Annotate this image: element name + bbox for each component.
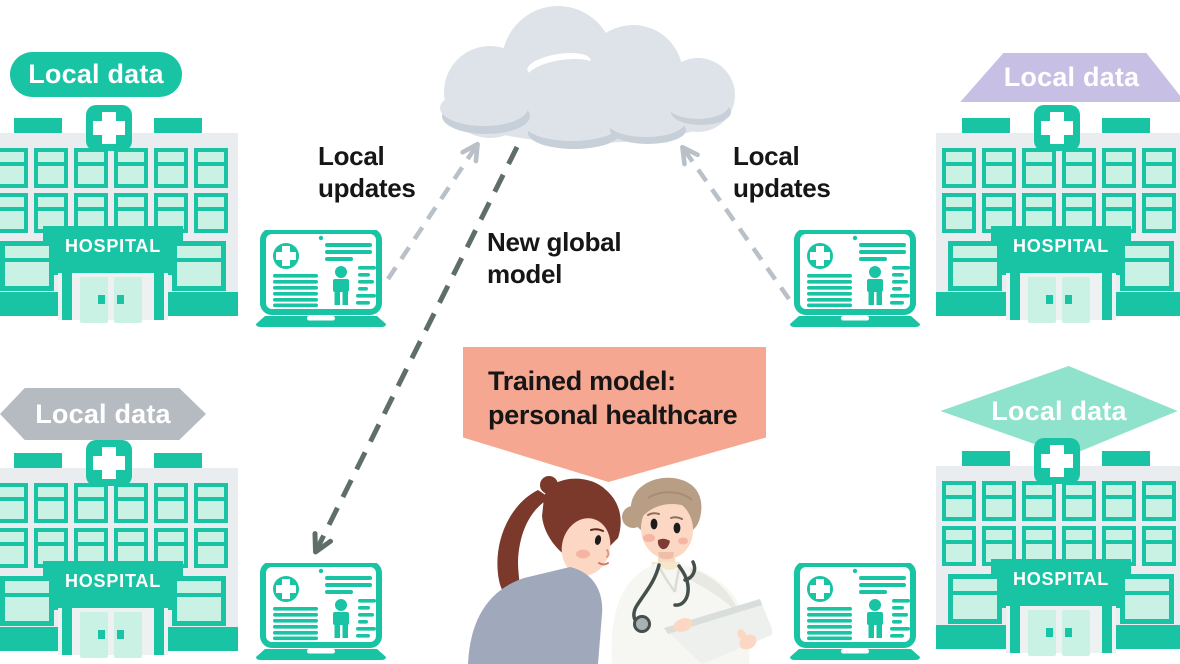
- patient-figure: [468, 476, 621, 664]
- badge-label: Local data: [28, 59, 164, 89]
- laptop-icon-top-right: [790, 230, 920, 330]
- local-data-badge-top-left: Local data: [10, 52, 182, 97]
- hospital-sign-bottom-right: HOSPITAL: [1012, 568, 1110, 589]
- laptop-icon-top-left: [256, 230, 386, 330]
- badge-label: Local data: [35, 398, 171, 429]
- local-updates-arrow-right: [680, 144, 791, 301]
- doctor-patient-illustration: [468, 476, 772, 664]
- new-global-model-arrow: [312, 145, 520, 555]
- badge-label: Local data: [991, 395, 1127, 426]
- local-data-badge-top-right: Local data: [960, 53, 1180, 102]
- callout-line-1: Trained model:: [488, 366, 676, 396]
- hospital-sign-top-right: HOSPITAL: [1012, 235, 1110, 256]
- laptop-icon-bottom-left: [256, 563, 386, 663]
- local-data-badge-bottom-left: Local data: [0, 388, 206, 440]
- stethoscope-icon: [632, 560, 697, 633]
- trained-model-callout-text: Trained model: personal healthcare: [488, 364, 738, 432]
- hospital-sign-top-left: HOSPITAL: [64, 235, 162, 256]
- hospital-sign-bottom-left: HOSPITAL: [64, 570, 162, 591]
- new-global-model-label: New global model: [487, 227, 622, 289]
- callout-line-2: personal healthcare: [488, 400, 738, 431]
- local-updates-label-left: Local updates: [318, 141, 416, 203]
- local-updates-arrow-left: [386, 141, 480, 281]
- cloud-icon: [440, 6, 735, 149]
- local-updates-label-right: Local updates: [733, 141, 831, 203]
- badge-label: Local data: [1003, 62, 1140, 92]
- doctor-hands: [673, 618, 757, 650]
- laptop-icon-bottom-right: [790, 563, 920, 663]
